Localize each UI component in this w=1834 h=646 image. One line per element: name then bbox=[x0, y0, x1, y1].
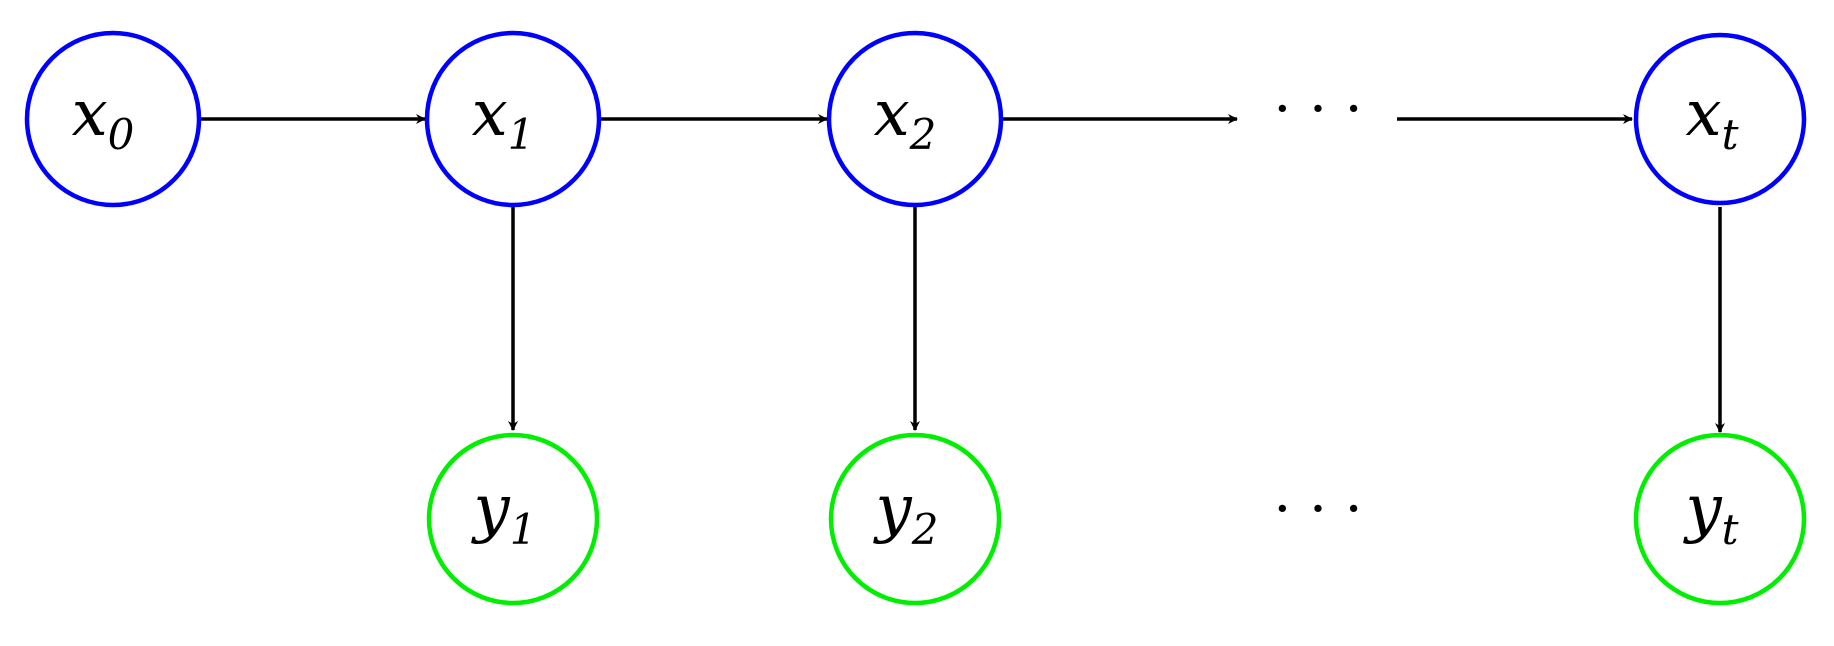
node-x0: x0 bbox=[24, 30, 202, 208]
node-xt: xt bbox=[1633, 32, 1807, 206]
node-yt: yt bbox=[1633, 432, 1807, 606]
edges bbox=[199, 114, 1725, 433]
node-y1-label: y1 bbox=[471, 472, 537, 554]
ellipsis-top: · · · bbox=[1273, 77, 1362, 142]
node-x0-label: x0 bbox=[72, 77, 135, 159]
node-y2: y2 bbox=[828, 432, 1002, 606]
node-x2: x2 bbox=[826, 30, 1004, 208]
node-xt-circle bbox=[1633, 32, 1807, 206]
node-x0-circle bbox=[24, 30, 202, 208]
node-y1: y1 bbox=[426, 432, 600, 606]
node-yt-label: yt bbox=[1682, 472, 1738, 554]
ellipsis-bottom: · · · bbox=[1273, 477, 1362, 542]
node-y2-circle bbox=[828, 432, 1002, 606]
node-yt-circle bbox=[1633, 432, 1807, 606]
node-x2-circle bbox=[826, 30, 1004, 208]
node-y2-label: y2 bbox=[873, 472, 939, 554]
node-x1: x1 bbox=[424, 30, 602, 208]
node-x2-label: x2 bbox=[874, 77, 937, 159]
node-x1-label: x1 bbox=[472, 77, 535, 159]
node-y1-circle bbox=[426, 432, 600, 606]
node-x1-circle bbox=[424, 30, 602, 208]
node-xt-label: xt bbox=[1686, 77, 1739, 159]
